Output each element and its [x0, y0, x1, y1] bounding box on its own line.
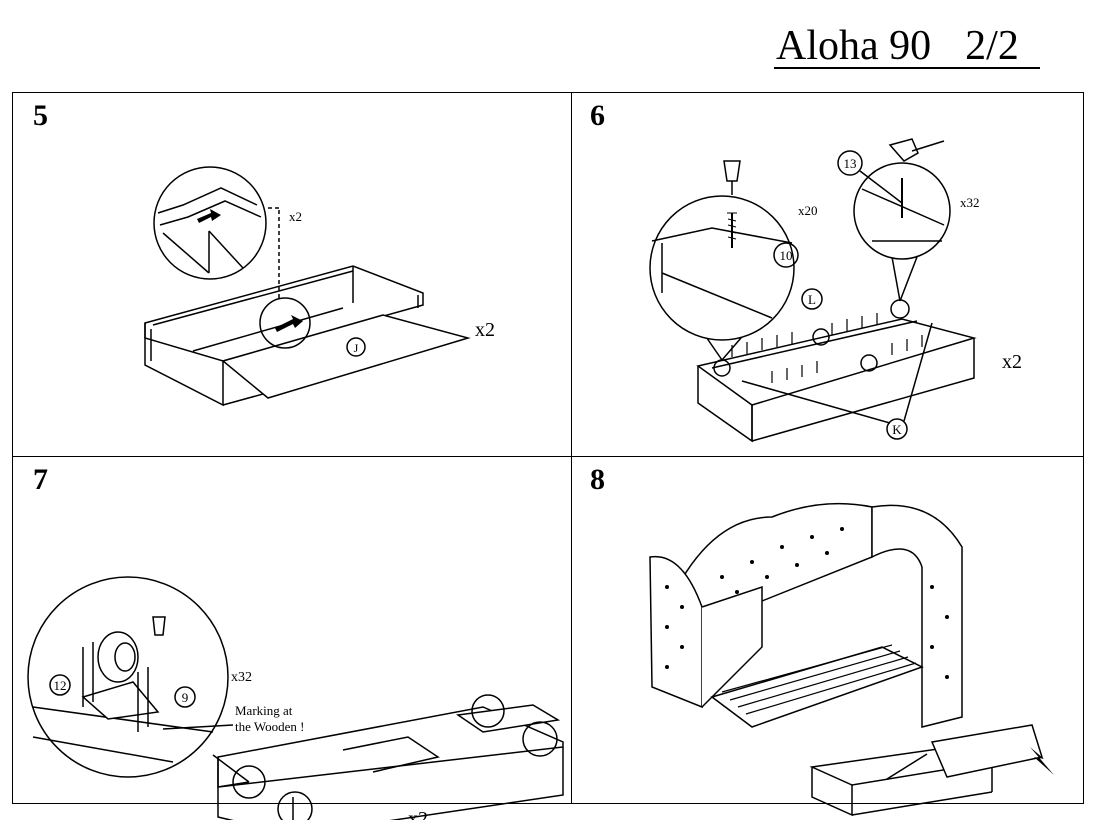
- quantity-label: x2: [475, 319, 495, 341]
- quantity-label: x2: [1002, 351, 1022, 373]
- detail-quantity: x32: [231, 670, 252, 685]
- nail-quantity: x32: [960, 195, 980, 210]
- marking-note-line2: the Wooden !: [235, 719, 304, 734]
- step-8-illustration: [649, 502, 1054, 817]
- grid-divider-horizontal: [13, 456, 1083, 457]
- detail-quantity: x2: [289, 209, 302, 224]
- part-label-l: L: [808, 292, 816, 307]
- step-5-panel: 5 J x2: [13, 93, 571, 456]
- step-7-illustration: x2 12 9 x32 Marking at the Wooden !: [27, 576, 564, 820]
- step-6-illustration: L K x2 10 x20: [649, 138, 1022, 443]
- nail-part-label: 13: [844, 156, 857, 171]
- model-name: Aloha 90: [776, 23, 932, 69]
- manual-title: Aloha 90 2/2: [776, 22, 1019, 70]
- part-label-k: K: [892, 422, 902, 437]
- step-number: 8: [590, 463, 605, 496]
- part-label-j: J: [354, 341, 359, 355]
- step-8-panel: 8: [572, 457, 1085, 817]
- marking-note: Marking at: [235, 703, 293, 718]
- step-6-panel: 6 L: [572, 93, 1085, 456]
- instruction-grid: 5 J x2: [12, 92, 1085, 820]
- step-number: 6: [590, 99, 605, 132]
- step-5-illustration: J x2 x2: [144, 166, 495, 407]
- quantity-label: x2: [408, 808, 428, 820]
- step-number: 5: [33, 99, 48, 132]
- grid-divider-vertical: [571, 93, 572, 803]
- screw-quantity: x20: [798, 203, 818, 218]
- step-number: 7: [33, 463, 48, 496]
- plate-part-label: 12: [54, 678, 67, 693]
- title-underline: [774, 67, 1040, 69]
- page-number: 2/2: [965, 23, 1019, 69]
- screw-part-label: 9: [182, 690, 189, 705]
- screw-part-label: 10: [780, 248, 793, 263]
- step-7-panel: 7 x2 12: [13, 457, 571, 820]
